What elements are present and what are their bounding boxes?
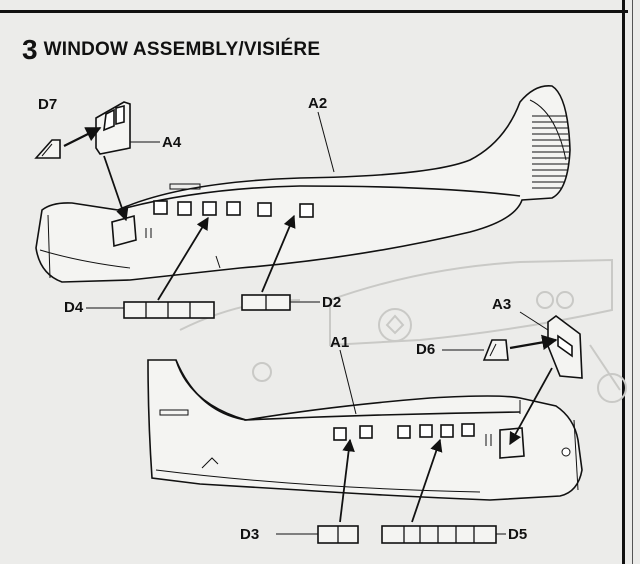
right-border-rule <box>622 0 625 564</box>
part-d5 <box>381 525 497 544</box>
part-d7 <box>34 139 61 159</box>
leader-a1 <box>339 349 357 415</box>
arrow-a3-to-a1 <box>509 367 553 446</box>
step-title: WINDOW ASSEMBLY/VISIÉRE <box>43 39 321 60</box>
arrow-d7-to-a4 <box>63 127 102 147</box>
label-d2: D2 <box>322 294 342 311</box>
arrow-d6-to-a3 <box>509 334 558 350</box>
part-a3 <box>547 315 583 379</box>
part-d6 <box>482 339 509 361</box>
label-a3: A3 <box>492 296 512 313</box>
arrow-d3-to-a1 <box>339 438 355 523</box>
part-a4 <box>95 101 131 155</box>
label-d6: D6 <box>416 341 436 358</box>
label-a1: A1 <box>330 334 350 351</box>
label-a2: A2 <box>308 95 328 112</box>
top-border-rule <box>0 10 628 13</box>
label-d3: D3 <box>240 526 260 543</box>
arrow-d5-to-a1 <box>411 438 443 523</box>
leader-a2 <box>317 111 335 173</box>
a2-window-row <box>153 200 314 218</box>
arrow-a4-to-a2 <box>103 155 129 222</box>
right-border-rule-thin <box>632 0 633 564</box>
part-d3 <box>317 525 359 544</box>
arrow-d4-to-a2 <box>157 216 209 301</box>
part-d4 <box>123 301 215 319</box>
fuselage-half-a2 <box>35 85 571 283</box>
arrow-d2-to-a2 <box>261 214 296 293</box>
label-d4: D4 <box>64 299 84 316</box>
part-d2 <box>241 294 291 311</box>
label-a4: A4 <box>162 134 182 151</box>
step-number: 3 <box>22 34 38 65</box>
leader-a3 <box>519 311 549 331</box>
label-d7: D7 <box>38 96 58 113</box>
label-d5: D5 <box>508 526 528 543</box>
a1-window-row <box>333 423 475 441</box>
